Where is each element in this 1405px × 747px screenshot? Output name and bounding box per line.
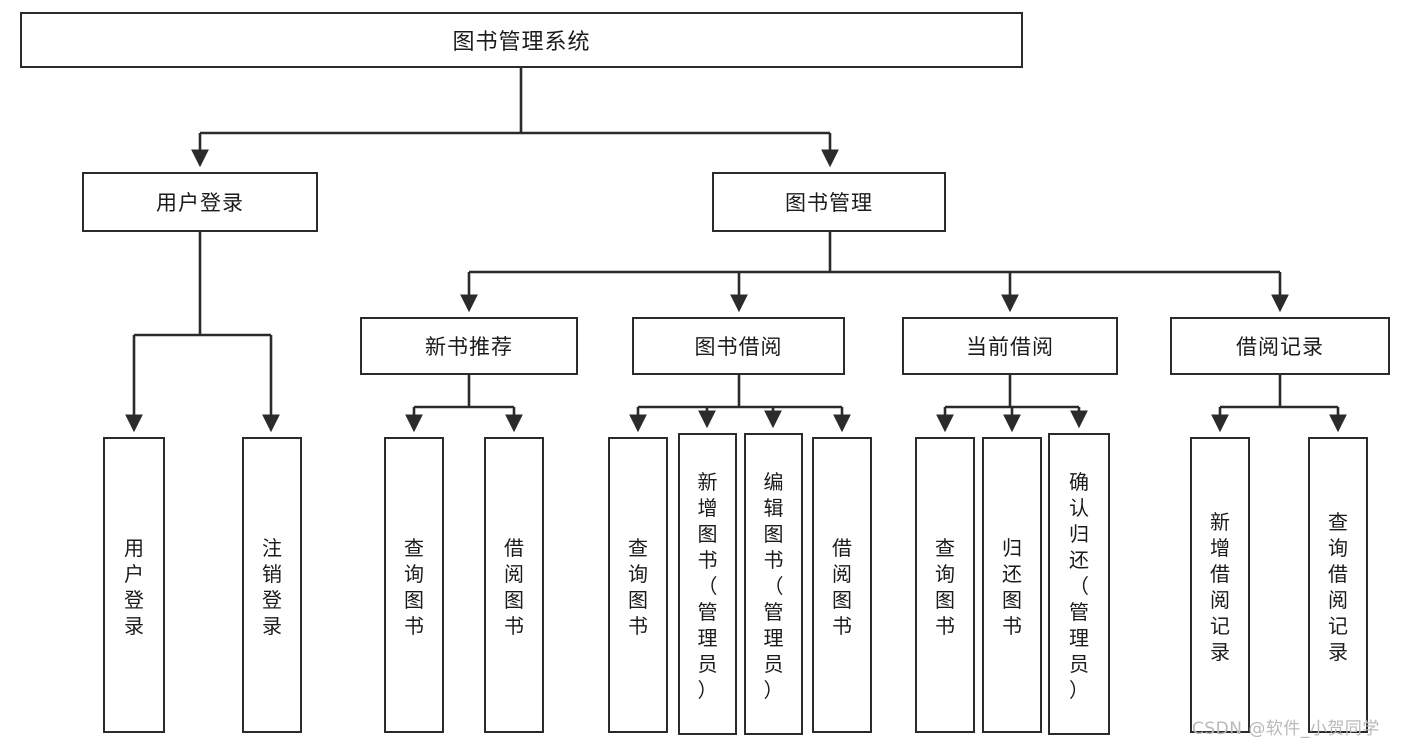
node-level3-label: 新书推荐 <box>425 335 513 359</box>
node-leaf-3[interactable]: 查询图书 <box>384 437 444 733</box>
node-leaf-label: 查询图书 <box>628 536 648 638</box>
node-level3-label: 当前借阅 <box>966 335 1054 359</box>
node-leaf-6[interactable]: 新增图书（管理员） <box>678 433 737 735</box>
node-leaf-label: 借阅图书 <box>832 536 852 638</box>
node-level3-1[interactable]: 新书推荐 <box>360 317 578 375</box>
node-level2-2[interactable]: 图书管理 <box>712 172 946 232</box>
node-root-label: 图书管理系统 <box>452 30 591 55</box>
node-leaf-label: 新增借阅记录 <box>1210 510 1230 664</box>
csdn-watermark: CSDN @软件_小贺同学 <box>1192 719 1380 739</box>
node-leaf-label: 用户登录 <box>124 536 144 638</box>
node-leaf-13[interactable]: 查询借阅记录 <box>1308 437 1368 733</box>
node-level2-1[interactable]: 用户登录 <box>82 172 318 232</box>
node-leaf-4[interactable]: 借阅图书 <box>484 437 544 733</box>
node-level3-4[interactable]: 借阅记录 <box>1170 317 1390 375</box>
node-level3-label: 图书借阅 <box>694 335 783 359</box>
node-leaf-label: 编辑图书（管理员） <box>763 470 784 702</box>
node-leaf-label: 查询借阅记录 <box>1328 510 1348 664</box>
node-level3-3[interactable]: 当前借阅 <box>902 317 1118 375</box>
node-leaf-7[interactable]: 编辑图书（管理员） <box>744 433 803 735</box>
node-leaf-8[interactable]: 借阅图书 <box>812 437 872 733</box>
node-leaf-1[interactable]: 用户登录 <box>103 437 165 733</box>
node-leaf-label: 归还图书 <box>1002 536 1022 638</box>
node-leaf-10[interactable]: 归还图书 <box>982 437 1042 733</box>
node-leaf-label: 确认归还（管理员） <box>1069 470 1089 702</box>
node-leaf-9[interactable]: 查询图书 <box>915 437 975 733</box>
node-leaf-label: 查询图书 <box>404 536 424 638</box>
node-level2-label: 用户登录 <box>156 191 244 215</box>
node-leaf-label: 新增图书（管理员） <box>697 470 718 702</box>
node-leaf-label: 查询图书 <box>935 536 955 638</box>
node-leaf-12[interactable]: 新增借阅记录 <box>1190 437 1250 733</box>
node-level3-2[interactable]: 图书借阅 <box>632 317 845 375</box>
node-leaf-label: 借阅图书 <box>504 536 524 638</box>
node-leaf-2[interactable]: 注销登录 <box>242 437 302 733</box>
node-root-system[interactable]: 图书管理系统 <box>20 12 1023 68</box>
node-level2-label: 图书管理 <box>785 191 873 215</box>
node-leaf-label: 注销登录 <box>262 536 282 638</box>
node-leaf-11[interactable]: 确认归还（管理员） <box>1048 433 1110 735</box>
node-leaf-5[interactable]: 查询图书 <box>608 437 668 733</box>
node-level3-label: 借阅记录 <box>1236 335 1324 359</box>
